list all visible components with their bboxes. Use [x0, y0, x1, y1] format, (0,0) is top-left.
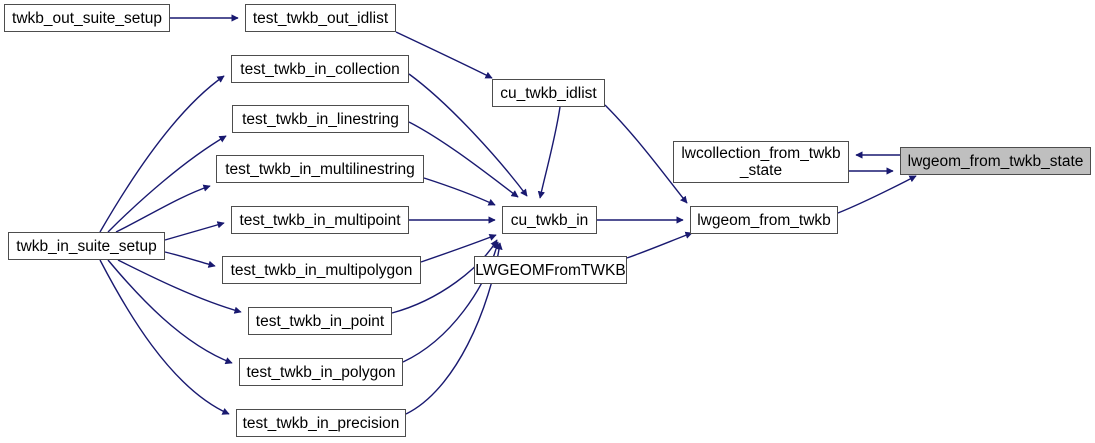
graph-node-test-twkb-out-idlist[interactable]: test_twkb_out_idlist — [245, 4, 396, 32]
graph-edge — [99, 259, 230, 415]
graph-node-test-twkb-in-collection[interactable]: test_twkb_in_collection — [231, 55, 409, 83]
graph-node-cu-twkb-idlist[interactable]: cu_twkb_idlist — [492, 79, 605, 107]
graph-edge — [164, 251, 216, 268]
graph-edge — [626, 231, 693, 259]
graph-node-test-twkb-in-multilinestring[interactable]: test_twkb_in_multilinestring — [216, 155, 424, 183]
graph-edge — [408, 121, 519, 198]
graph-edge — [107, 135, 227, 233]
graph-node-lwgeom-from-twkb[interactable]: lwgeom_from_twkb — [690, 206, 838, 234]
graph-node-test-twkb-in-linestring[interactable]: test_twkb_in_linestring — [232, 105, 409, 133]
graph-node-cu-twkb-in[interactable]: cu_twkb_in — [502, 206, 597, 234]
graph-edge — [420, 233, 497, 263]
graph-node-test-twkb-in-multipolygon[interactable]: test_twkb_in_multipolygon — [222, 256, 421, 284]
graph-edge — [537, 106, 561, 199]
graph-node-test-twkb-in-multipoint[interactable]: test_twkb_in_multipoint — [231, 206, 409, 234]
graph-node-lwgeom-from-twkb-state[interactable]: lwgeom_from_twkb_state — [900, 147, 1091, 175]
graph-node-test-twkb-in-point[interactable]: test_twkb_in_point — [248, 307, 392, 335]
graph-edge — [837, 175, 917, 214]
graph-edge — [107, 259, 233, 365]
graph-edge — [604, 104, 688, 204]
graph-edge — [408, 73, 528, 197]
graph-node-twkb-in-suite-setup[interactable]: twkb_in_suite_setup — [8, 232, 165, 260]
graph-node-lwgeomfromtwkb[interactable]: LWGEOMFromTWKB — [474, 256, 627, 284]
graph-node-lwcollection-from-twkb-state[interactable]: lwcollection_from_twkb _state — [673, 141, 849, 183]
graph-edge — [423, 177, 496, 206]
graph-node-twkb-out-suite-setup[interactable]: twkb_out_suite_setup — [4, 4, 170, 32]
graph-edge — [395, 31, 493, 79]
graph-edge — [391, 239, 498, 314]
graph-edge — [115, 184, 211, 233]
graph-edge — [164, 221, 225, 241]
graph-node-test-twkb-in-polygon[interactable]: test_twkb_in_polygon — [239, 358, 403, 386]
graph-edge — [117, 259, 242, 314]
graph-node-test-twkb-in-precision[interactable]: test_twkb_in_precision — [236, 409, 406, 437]
graph-edge — [99, 75, 225, 233]
